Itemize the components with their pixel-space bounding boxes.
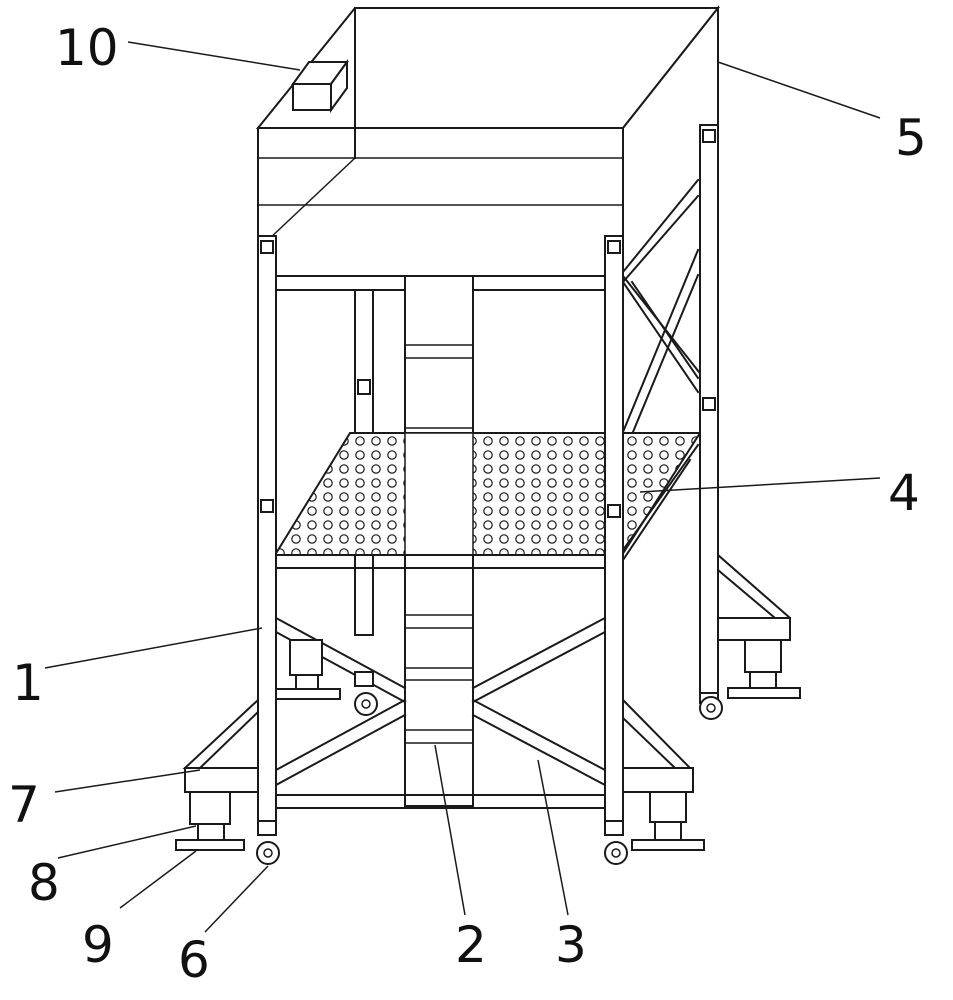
callout-label-8: 8 [28,854,60,912]
control-box [291,58,349,114]
callout-label-10: 10 [55,19,119,77]
callout-label-2: 2 [455,916,487,974]
rear-left-leveling-foot [269,639,341,700]
callout-label-1: 1 [12,654,44,712]
front-right-leveling-foot [631,791,705,851]
caster-wheel-front-left [256,820,280,865]
caster-wheel-rear-left [354,671,378,716]
front-left-leveling-foot [175,791,245,851]
callout-label-5: 5 [895,109,927,167]
lower-cross-braces [274,616,607,809]
front-left-upright [257,235,277,822]
caster-wheel-rear-right [699,692,723,720]
front-right-upright [604,235,624,822]
callout-label-9: 9 [82,916,114,974]
callout-label-6: 6 [178,931,210,989]
callout-label-3: 3 [555,916,587,974]
callout-label-4: 4 [888,464,920,522]
callout-label-7: 7 [8,776,40,834]
perforated-platform [273,432,702,569]
rear-right-upright [699,124,719,694]
caster-wheel-front-right [604,820,628,865]
leader-lines [44,41,881,933]
top-enclosure-box [255,5,721,399]
side-cross-braces [621,178,700,562]
rear-right-leveling-foot [727,639,801,699]
